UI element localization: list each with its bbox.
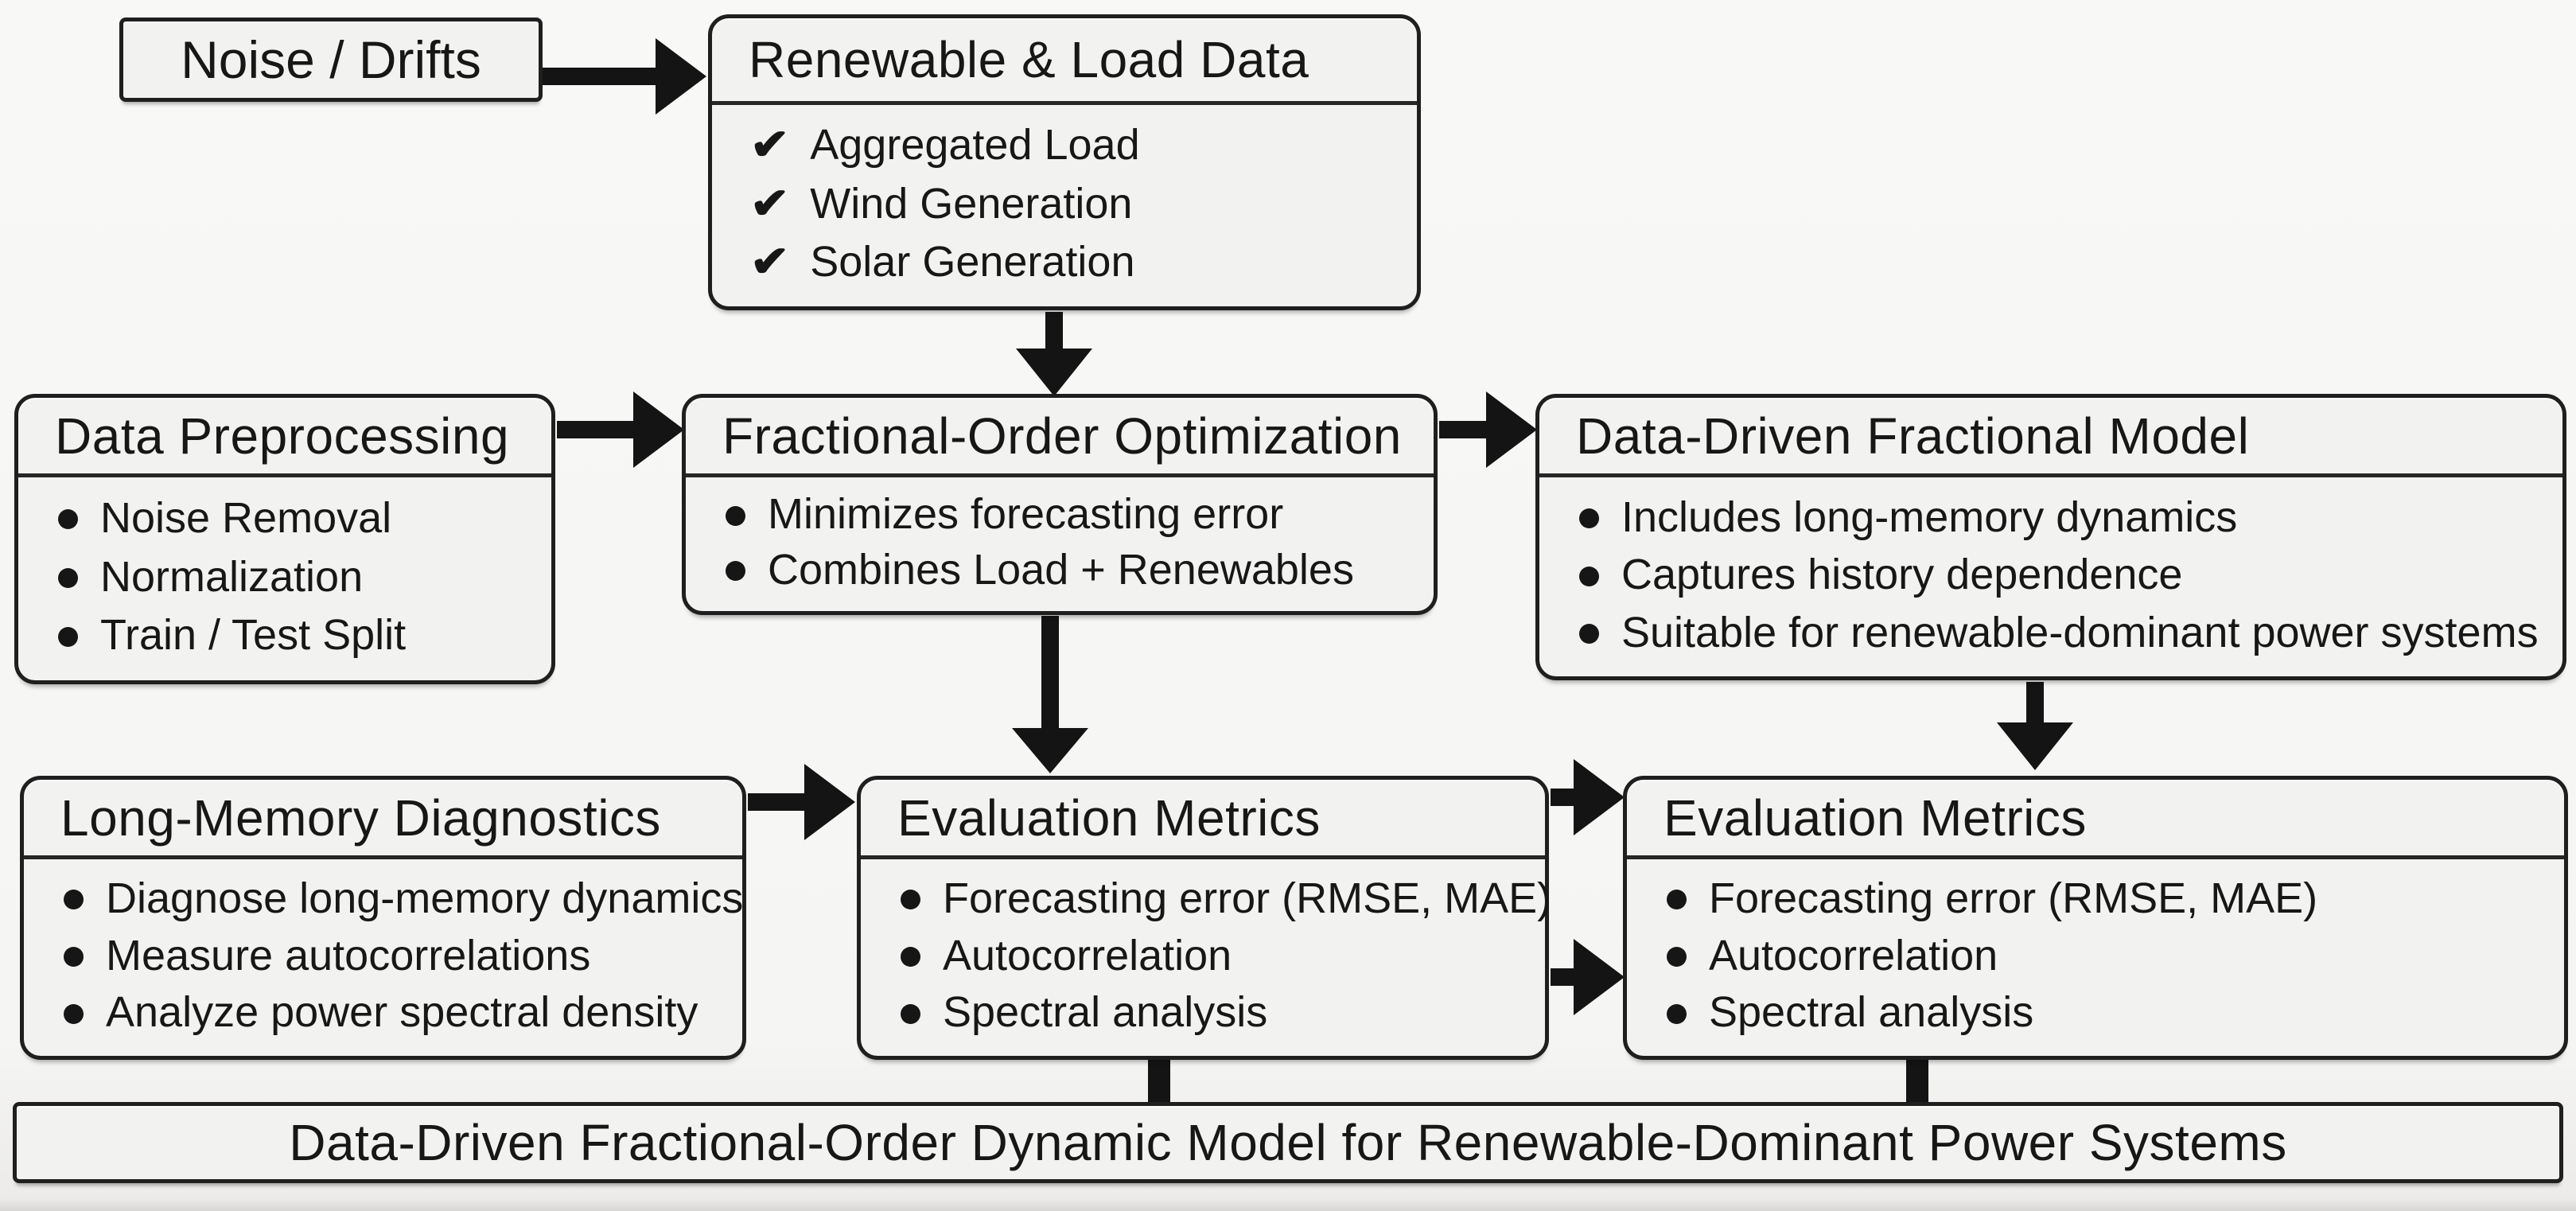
banner-title: Data-Driven Fractional-Order Dynamic Mod… [289, 1114, 2287, 1171]
list-item: Spectral analysis [1667, 987, 2553, 1037]
item-label: Normalization [100, 552, 364, 601]
item-label: Includes long-memory dynamics [1621, 493, 2238, 541]
bullet-icon [901, 1003, 920, 1024]
check-icon: ✔ [749, 237, 790, 286]
node-renewable-load-data: Renewable & Load Data ✔ Aggregated Load … [708, 14, 1421, 310]
list-item: Train / Test Split [58, 610, 540, 660]
bullet-icon [1667, 890, 1687, 910]
list-item: Spectral analysis [901, 987, 1534, 1037]
item-label: Train / Test Split [100, 611, 407, 660]
bullet-icon [58, 626, 78, 647]
arrow-diagnostics-to-evaluation-center [748, 764, 855, 840]
item-label: Measure autocorrelations [106, 931, 591, 979]
arrow-fractional-optimization-to-fractional-model [1439, 391, 1537, 468]
bullet-icon [1667, 1003, 1687, 1024]
list-item: Measure autocorrelations [64, 931, 731, 980]
node-title: Long-Memory Diagnostics [24, 780, 742, 859]
item-label: Solar Generation [810, 237, 1135, 286]
arrow-fractional-optimization-to-evaluation-center [1012, 616, 1088, 773]
check-icon: ✔ [749, 179, 790, 228]
item-label: Suitable for renewable-dominant power sy… [1621, 608, 2539, 656]
node-title: Evaluation Metrics [1627, 780, 2564, 859]
node-title: Noise / Drifts [181, 30, 481, 89]
list-item: ✔ Wind Generation [749, 179, 1406, 228]
bullet-icon [64, 1003, 84, 1024]
item-label: Forecasting error (RMSE, MAE) [943, 874, 1552, 922]
arrow-renewable-data-to-fractional-optimization [1016, 312, 1092, 396]
node-title: Fractional-Order Optimization [686, 398, 1434, 477]
bullet-icon [726, 561, 745, 582]
bullet-icon [1579, 624, 1599, 644]
arrow-fractional-model-to-evaluation-right [1997, 682, 2073, 770]
item-label: Captures history dependence [1621, 551, 2183, 598]
bullet-icon [64, 890, 84, 910]
arrow-evaluation-center-to-right-lower [1551, 939, 1625, 1015]
list-item: Normalization [58, 552, 540, 602]
node-long-memory-diagnostics: Long-Memory Diagnostics Diagnose long-me… [20, 776, 746, 1060]
item-label: Autocorrelation [1709, 931, 1998, 979]
arrow-preprocessing-to-fractional-optimization [557, 391, 684, 468]
check-icon: ✔ [749, 121, 790, 169]
list-item: Analyze power spectral density [64, 987, 731, 1037]
list-item: ✔ Solar Generation [749, 237, 1406, 286]
list-item: Forecasting error (RMSE, MAE) [1667, 874, 2553, 923]
node-evaluation-metrics-right: Evaluation Metrics Forecasting error (RM… [1623, 776, 2568, 1060]
bullet-icon [901, 890, 920, 910]
bullet-icon [1667, 947, 1687, 967]
item-label: Autocorrelation [943, 931, 1232, 979]
node-fractional-order-optimization: Fractional-Order Optimization Minimizes … [682, 394, 1438, 615]
item-label: Minimizes forecasting error [768, 490, 1284, 539]
item-label: Analyze power spectral density [106, 988, 698, 1037]
bullet-icon [58, 568, 78, 588]
node-data-preprocessing: Data Preprocessing Noise Removal Normali… [14, 394, 555, 684]
node-title: Data-Driven Fractional Model [1539, 398, 2562, 477]
node-title: Evaluation Metrics [861, 780, 1545, 859]
list-item: Minimizes forecasting error [726, 489, 1422, 539]
node-final-banner: Data-Driven Fractional-Order Dynamic Mod… [13, 1102, 2563, 1183]
list-item: Diagnose long-memory dynamics [64, 874, 743, 923]
list-item: Autocorrelation [1667, 931, 2553, 980]
bullet-icon [1579, 566, 1599, 586]
list-item: Captures history dependence [1579, 550, 2551, 599]
list-item: Combines Load + Renewables [726, 545, 1422, 594]
list-item: Suitable for renewable-dominant power sy… [1579, 608, 2551, 657]
bullet-icon [64, 947, 84, 967]
item-label: Diagnose long-memory dynamics [106, 874, 744, 922]
item-label: Combines Load + Renewables [768, 545, 1354, 594]
list-item: ✔ Aggregated Load [749, 120, 1406, 169]
list-item: Autocorrelation [901, 931, 1534, 980]
node-title: Renewable & Load Data [712, 18, 1417, 105]
bullet-icon [1579, 508, 1599, 528]
item-label: Forecasting error (RMSE, MAE) [1709, 874, 2318, 922]
node-data-driven-fractional-model: Data-Driven Fractional Model Includes lo… [1535, 394, 2566, 680]
arrow-evaluation-center-to-right-upper [1551, 759, 1625, 835]
list-item: Includes long-memory dynamics [1579, 493, 2551, 542]
list-item: Forecasting error (RMSE, MAE) [901, 874, 1551, 923]
list-item: Noise Removal [58, 493, 540, 543]
node-title: Data Preprocessing [18, 398, 551, 477]
item-label: Noise Removal [100, 493, 392, 542]
node-evaluation-metrics-center: Evaluation Metrics Forecasting error (RM… [857, 776, 1551, 1060]
item-label: Spectral analysis [1709, 988, 2034, 1037]
bullet-icon [58, 509, 78, 530]
bullet-icon [726, 505, 745, 526]
item-label: Spectral analysis [943, 988, 1268, 1037]
arrow-noise-to-renewable-data [543, 38, 706, 115]
item-label: Aggregated Load [810, 121, 1140, 169]
item-label: Wind Generation [810, 179, 1133, 228]
bullet-icon [901, 947, 920, 967]
node-noise-drifts: Noise / Drifts [119, 18, 543, 102]
